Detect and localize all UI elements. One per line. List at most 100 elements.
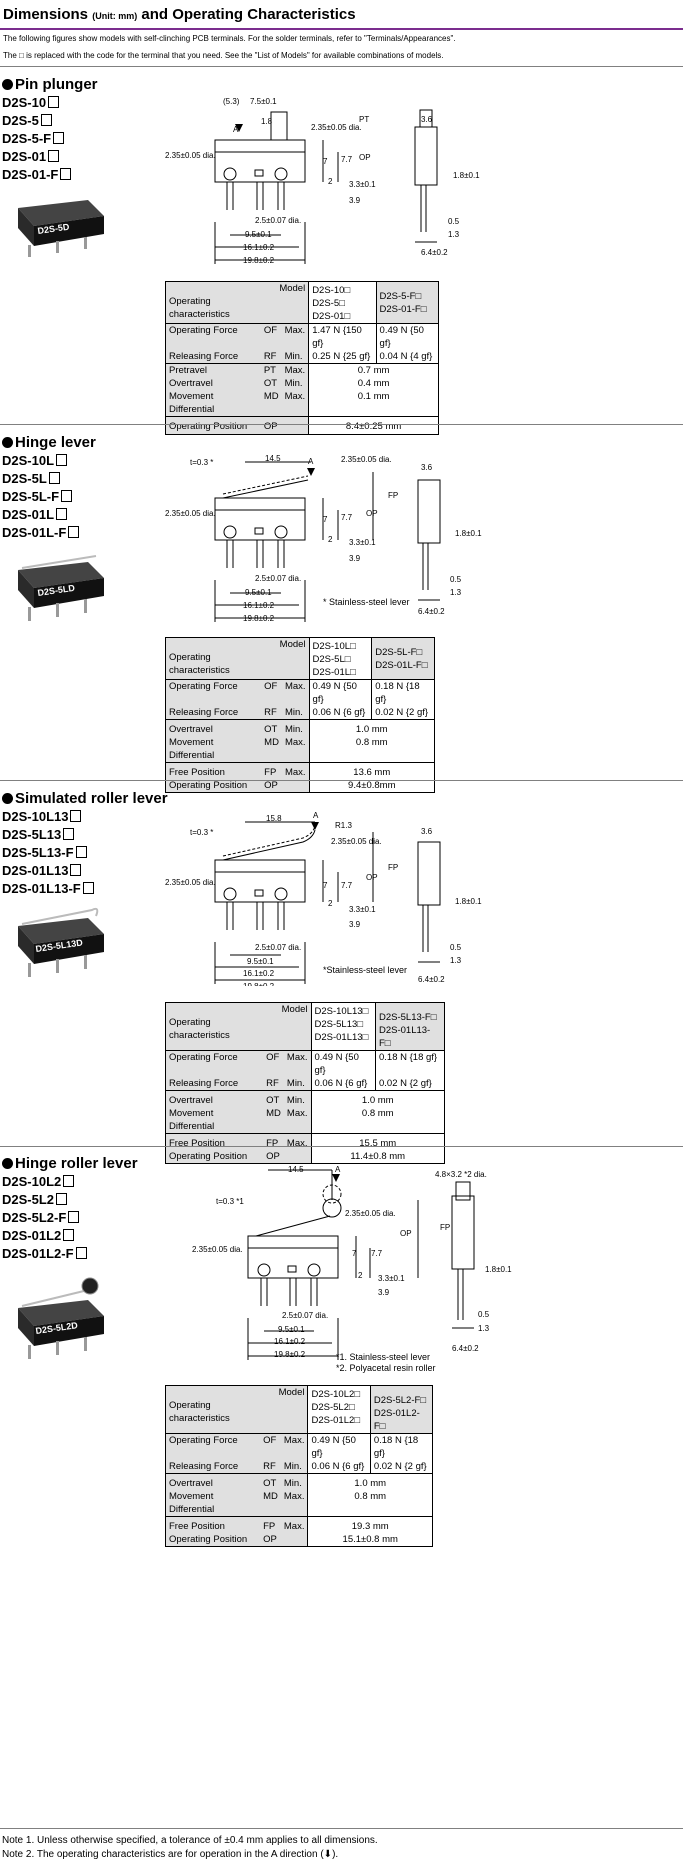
table-cell: Max.: [283, 1133, 311, 1150]
dimension-label: 7: [352, 1249, 357, 1258]
product-photo: D2S-5L13D: [18, 907, 104, 977]
table-cell: Max.: [281, 736, 310, 763]
dimension-label: 2.35±0.05 dia.: [341, 455, 392, 464]
note-1: Note 1. Unless otherwise specified, a to…: [2, 1835, 378, 1846]
dimension-label: 2.5±0.07 dia.: [282, 1311, 328, 1320]
table-cell: 9.4±0.8mm: [308, 779, 436, 793]
table-cell: Model Operating characteristics: [164, 281, 309, 324]
dimension-label: 9.5±0.1: [278, 1325, 305, 1334]
operating-characteristics-table: Model Operating characteristics D2S-10L□…: [165, 637, 436, 793]
model-name: D2S-01-F: [2, 166, 71, 184]
table-cell: 15.1±0.8 mm: [307, 1533, 433, 1547]
dimension-label: 3.9: [349, 196, 361, 205]
model-name: D2S-5L2-F: [2, 1209, 87, 1227]
table-cell: Min.: [281, 377, 309, 390]
dimension-label: PT: [359, 115, 369, 124]
table-cell: Movement Differential: [165, 736, 262, 763]
model-name: D2S-5L2: [2, 1191, 87, 1209]
model-name: D2S-10L13: [2, 808, 94, 826]
table-cell: Movement Differential: [165, 1107, 264, 1134]
table-cell: Max.: [281, 762, 310, 779]
table-cell: 13.6 mm: [308, 762, 436, 779]
dimension-label: 3.6: [421, 463, 433, 472]
table-cell: OP: [261, 779, 282, 793]
dimension-label: 1.8±0.1: [455, 897, 482, 906]
dimension-drawing: (5.3) 7.5±0.1 1.8 2.35±0.05 dia. PT OP A…: [165, 97, 480, 265]
dimension-label: 16.1±0.2: [274, 1337, 306, 1346]
dimension-label: 19.8±0.2: [243, 614, 275, 623]
dimension-label: 16.1±0.2: [243, 601, 275, 610]
dimension-label: 2.35±0.05 dia.: [165, 151, 216, 160]
table-cell: 0.1 mm: [308, 390, 439, 417]
model-name: D2S-5L-F: [2, 488, 79, 506]
table-cell: [280, 1533, 308, 1547]
model-name: D2S-01: [2, 148, 71, 166]
operating-characteristics-table: Model Operating characteristics D2S-10□ …: [164, 281, 440, 435]
model-name: D2S-01L: [2, 506, 79, 524]
model-name: D2S-10L: [2, 452, 79, 470]
dimension-label: 2.35±0.05 dia.: [345, 1209, 396, 1218]
table-cell: OF: [263, 1050, 284, 1077]
dimension-label: FP: [388, 863, 398, 872]
dimension-label: 0.5: [450, 575, 462, 584]
table-cell: Operating Force: [165, 679, 262, 706]
section-divider: [0, 66, 683, 67]
dimension-label: 2.5±0.07 dia.: [255, 943, 301, 952]
table-cell: Releasing Force: [165, 706, 262, 720]
dimension-label: 2.35±0.05 dia.: [311, 123, 362, 132]
dimension-label: 19.8±0.2: [243, 982, 275, 986]
dimension-label: 9.5±0.1: [245, 588, 272, 597]
dimension-label: 2.35±0.05 dia.: [165, 878, 216, 887]
table-cell: FP: [263, 1133, 284, 1150]
dimension-label: 1.8±0.1: [453, 171, 480, 180]
dimension-label: 1.8±0.1: [485, 1265, 512, 1274]
dimension-label: A: [335, 1165, 341, 1174]
dimension-label: 3.3±0.1: [349, 180, 376, 189]
table-cell: 0.02 N {2 gf}: [371, 706, 435, 720]
lever-note: *1. Stainless-steel lever: [336, 1352, 430, 1362]
model-name: D2S-10: [2, 94, 71, 112]
product-photo: D2S-5D: [18, 200, 104, 257]
dimension-label: 9.5±0.1: [245, 230, 272, 239]
dimension-label: 2.5±0.07 dia.: [255, 216, 301, 225]
dimension-label: A: [313, 811, 319, 820]
table-cell: Max.: [280, 1490, 308, 1517]
table-cell: OP: [260, 416, 282, 435]
table-cell: Overtravel: [165, 1090, 264, 1107]
roller-note: *2. Polyacetal resin roller: [336, 1363, 436, 1373]
table-cell: Model Operating characteristics: [165, 1002, 311, 1051]
table-cell: OP: [263, 1150, 284, 1164]
table-cell: [281, 779, 310, 793]
table-cell: D2S-5L13-F□ D2S-01L13-F□: [374, 1002, 446, 1051]
table-cell: OT: [261, 719, 282, 736]
table-cell: FP: [261, 762, 282, 779]
title-rule: [0, 28, 683, 30]
table-cell: 0.02 N {2 gf}: [369, 1460, 434, 1474]
dimension-label: 2.5±0.07 dia.: [255, 574, 301, 583]
notes: Note 1. Unless otherwise specified, a to…: [2, 1834, 378, 1862]
dimension-label: 2.35±0.05 dia.: [192, 1245, 243, 1254]
table-cell: 0.18 N {18 gf}: [374, 1050, 446, 1077]
table-cell: Max.: [283, 1050, 311, 1077]
table-cell: FP: [260, 1516, 281, 1533]
dimension-label: 6.4±0.2: [418, 975, 445, 984]
dimension-label: 3.6: [421, 115, 433, 124]
table-cell: Pretravel: [164, 363, 261, 377]
model-name: D2S-5L: [2, 470, 79, 488]
table-cell: Min.: [283, 1090, 311, 1107]
dimension-label: 19.8±0.2: [243, 256, 275, 265]
product-photo: D2S-5LD: [18, 555, 104, 621]
table-cell: Free Position: [165, 762, 262, 779]
table-cell: Operating Position: [164, 416, 261, 435]
table-cell: MD: [261, 736, 282, 763]
dimension-label: OP: [366, 509, 378, 518]
model-name: D2S-01L-F: [2, 524, 79, 542]
dimension-label: 16.1±0.2: [243, 969, 275, 978]
table-cell: 8.4±0.25 mm: [308, 416, 439, 435]
dimension-label: 14.5: [265, 454, 281, 463]
dimension-label: 15.8: [266, 814, 282, 823]
table-cell: Max.: [283, 1107, 311, 1134]
model-name: D2S-5L13-F: [2, 844, 94, 862]
dimension-label: 0.5: [448, 217, 460, 226]
table-cell: Releasing Force: [164, 350, 261, 364]
